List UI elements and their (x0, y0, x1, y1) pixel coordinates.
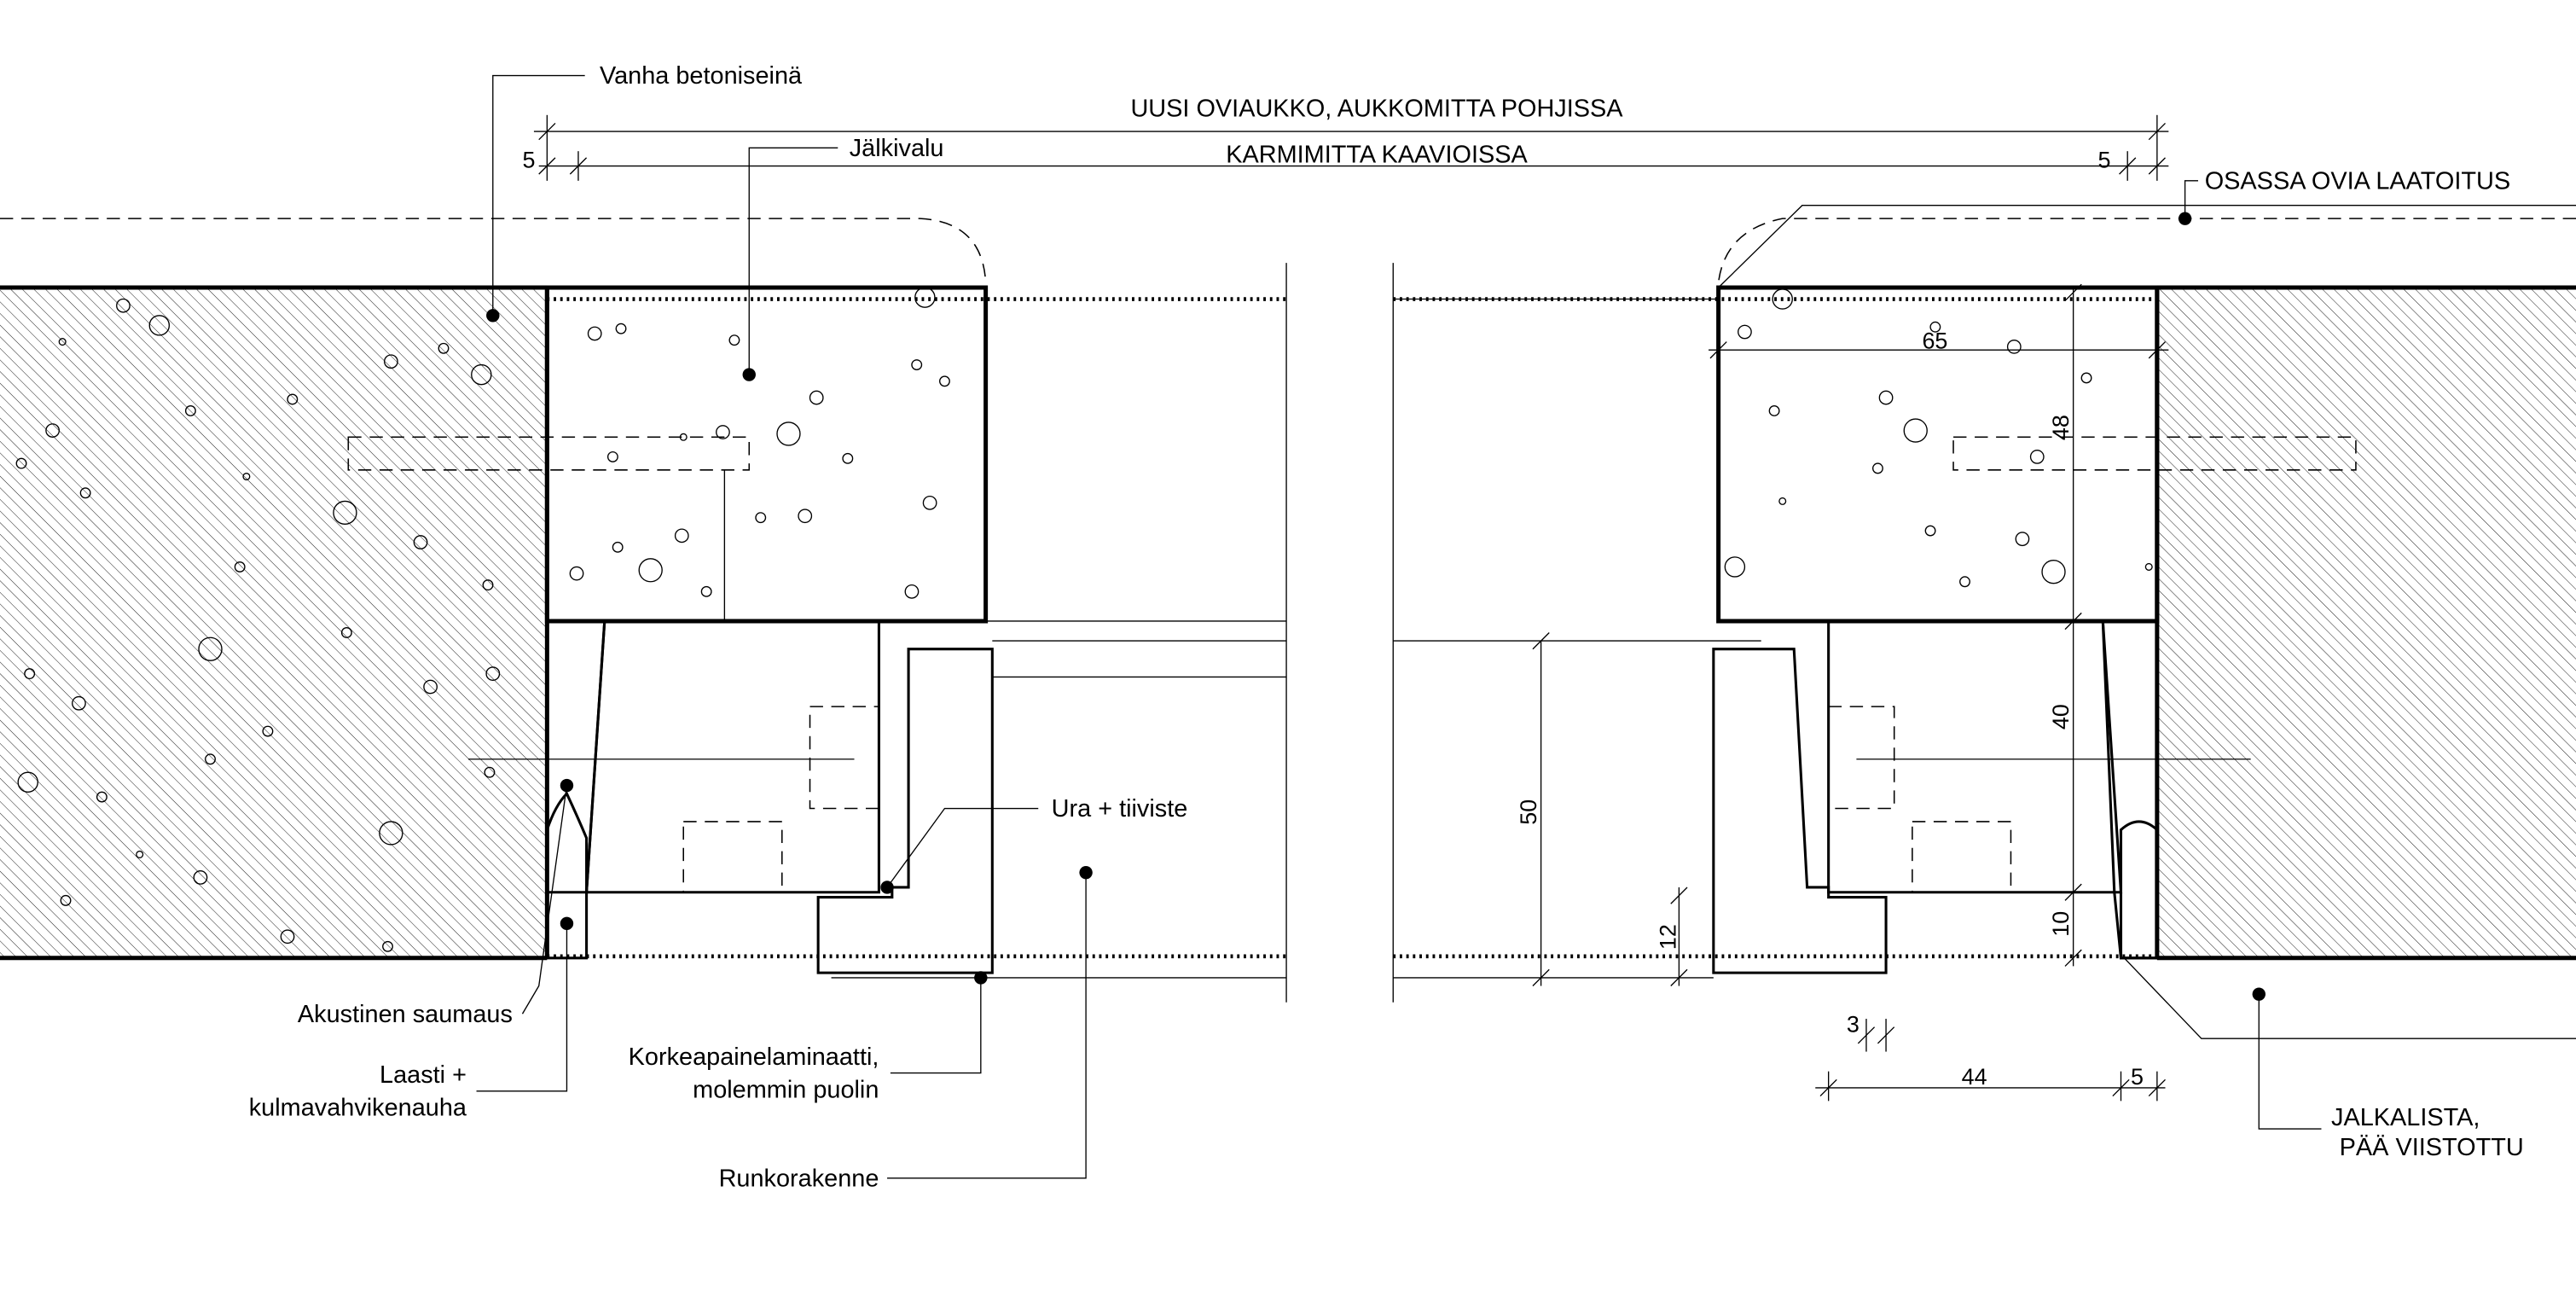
dim-infill-height: 48 (2048, 415, 2074, 440)
tile-outline (0, 218, 987, 283)
door-trim-right (1393, 648, 1888, 979)
old-wall-label: Vanha betoniseinä (600, 62, 803, 90)
dim-left-gap: 5 (522, 147, 535, 172)
infill-label: Jälkivalu (850, 135, 944, 162)
skirting-label-1: JALKALISTA, (2331, 1104, 2480, 1131)
dim-frame-height: 40 (2048, 704, 2074, 730)
laminate-label-1: Korkeapainelaminaatti, (629, 1043, 879, 1071)
dim-base-height: 10 (2048, 911, 2074, 937)
leader-dots (486, 212, 2266, 1001)
dim-gap-3: 3 (1847, 1011, 1859, 1037)
new-opening-label: UUSI OVIAUKKO, AUKKOMITTA POHJISSA (1130, 96, 1623, 123)
dimension-lines-right (1532, 283, 2169, 1102)
tiled-label: OSASSA OVIA LAATOITUS (2205, 167, 2510, 195)
dim-joint-width: 5 (2131, 1064, 2144, 1090)
frame-size-label: KARMIMITTA KAAVIOISSA (1226, 142, 1528, 169)
dim-trim-12: 12 (1656, 924, 1681, 950)
dim-infill-width: 65 (1922, 328, 1947, 353)
door-trim-left (816, 648, 1287, 979)
mortar-label-1: Laasti + (380, 1061, 467, 1089)
groove-seal-label: Ura + tiiviste (1052, 795, 1188, 823)
dim-frame-width: 44 (1962, 1064, 1987, 1090)
frame-structure-label: Runkorakenne (719, 1165, 879, 1192)
dimension-lines-top (533, 114, 2169, 181)
dim-wall-50: 50 (1516, 799, 1541, 825)
dim-right-gap: 5 (2098, 147, 2111, 172)
mortar-label-2: kulmavahvikenauha (249, 1095, 467, 1122)
leader-lines (476, 74, 2576, 1179)
frame-block-left (467, 619, 1287, 960)
old-concrete-wall-right (2155, 285, 2576, 961)
frame-block-right (1393, 619, 2251, 960)
acoustic-joint-label: Akustinen saumaus (298, 1001, 513, 1028)
laminate-label-2: molemmin puolin (693, 1076, 879, 1103)
skirting-label-2: PÄÄ VIISTOTTU (2340, 1134, 2524, 1161)
old-concrete-wall-left (0, 285, 549, 961)
